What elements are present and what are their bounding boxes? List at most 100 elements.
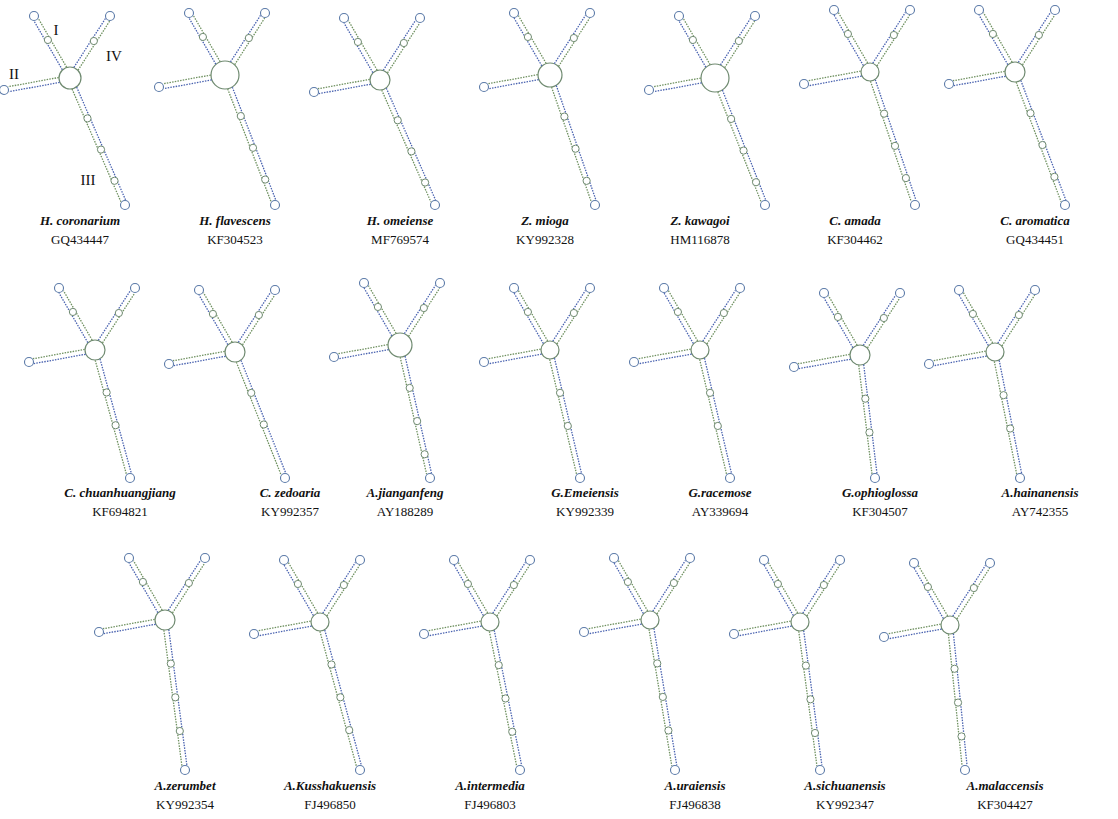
hairpin-loop — [155, 83, 164, 92]
stem-strand — [383, 20, 415, 70]
species-name: A.Kusshakuensis — [282, 778, 378, 794]
internal-loop — [735, 37, 742, 44]
stem-strand — [320, 631, 356, 766]
internal-loop — [862, 395, 869, 402]
stem-strand — [174, 356, 226, 365]
multiloop — [641, 611, 659, 629]
stem-strand — [934, 356, 987, 366]
species-name: G.racemose — [686, 485, 753, 501]
stem-strand — [707, 293, 740, 344]
stem-strand — [554, 358, 581, 473]
species-name: C. amada — [827, 213, 882, 229]
stem-strand — [236, 362, 281, 475]
internal-loop — [421, 451, 428, 458]
species-name: A.jianganfeng — [365, 485, 446, 501]
stem-strand — [368, 286, 396, 334]
internal-loop — [524, 308, 531, 315]
hairpin-loop — [340, 14, 349, 23]
species-name: H. omeiense — [365, 213, 435, 229]
stem-strand — [953, 565, 986, 616]
internal-loop — [394, 117, 401, 124]
stem-strand — [875, 80, 916, 200]
hairpin-loop — [185, 9, 194, 18]
part-numeral: II — [8, 66, 20, 83]
stem-strand — [129, 563, 158, 612]
internal-loop — [354, 38, 361, 45]
internal-loop — [924, 583, 931, 590]
hairpin-loop — [675, 12, 684, 21]
hairpin-loop — [106, 12, 115, 21]
accession-number: KF304523 — [205, 232, 265, 248]
stem-strand — [243, 295, 275, 345]
stem-strand — [888, 624, 941, 634]
stem-strand — [514, 293, 543, 343]
stem-strand — [556, 86, 596, 200]
stem-strand — [494, 630, 521, 765]
hairpin-loop — [480, 358, 489, 367]
internal-loop — [103, 389, 110, 396]
part-numeral: IV — [105, 48, 123, 65]
stem-strand — [59, 293, 88, 342]
internal-loop — [406, 384, 413, 391]
hairpin-loop — [945, 80, 954, 89]
internal-loop — [408, 148, 415, 155]
stem-strand — [386, 88, 435, 200]
hairpin-loop — [250, 630, 259, 639]
internal-loop — [572, 145, 579, 152]
stem-strand — [518, 291, 547, 341]
stem-strand — [703, 290, 736, 341]
stem-strand — [164, 80, 212, 89]
stem-strand — [489, 80, 539, 89]
hairpin-loop — [510, 9, 519, 18]
hairpin-loop — [181, 766, 190, 775]
stem-strand — [232, 87, 275, 200]
stem-strand — [868, 298, 900, 348]
internal-loop — [951, 665, 958, 672]
stem-strand — [807, 565, 840, 616]
species-name: C. chuanhuangjiang — [62, 485, 177, 501]
species-name: A.zerumbet — [152, 778, 217, 794]
stem-strand — [808, 71, 861, 81]
accession-number: FJ496803 — [462, 797, 517, 813]
stem-strand — [1021, 80, 1066, 199]
accession-number: KY992339 — [554, 504, 616, 520]
internal-loop — [209, 310, 216, 317]
stem-strand — [809, 76, 862, 86]
species-name: A.malaccensis — [965, 778, 1046, 794]
internal-loop — [248, 389, 255, 396]
stem-strand — [864, 365, 877, 474]
stem-strand — [388, 23, 420, 73]
stem-strand — [889, 629, 942, 639]
internal-loop — [172, 694, 179, 701]
stem-strand — [959, 295, 988, 345]
internal-loop — [495, 662, 502, 669]
stem-strand — [258, 621, 311, 631]
hairpin-loop — [836, 556, 845, 565]
stem-strand — [163, 75, 211, 84]
stem-strand — [488, 349, 541, 359]
stem-strand — [653, 560, 686, 611]
hairpin-loop — [761, 201, 770, 210]
stem-strand — [72, 89, 121, 202]
internal-loop — [84, 115, 91, 122]
stem-strand — [664, 293, 693, 343]
species-name: C. aromatica — [998, 213, 1071, 229]
hairpin-loop — [271, 201, 280, 210]
stem-strand — [488, 75, 538, 84]
species-name: A.sichuanensis — [802, 778, 887, 794]
species-name: G.Emeiensis — [549, 485, 621, 501]
accession-number: KF304427 — [975, 797, 1035, 813]
multiloop — [691, 341, 709, 359]
stem-strand — [1016, 82, 1061, 201]
stem-strand — [133, 561, 162, 610]
internal-loop — [891, 142, 898, 149]
stem-strand — [189, 18, 216, 64]
hairpin-loop — [121, 201, 130, 210]
internal-loop — [834, 313, 841, 320]
stem-strand — [654, 628, 677, 765]
internal-loop — [570, 309, 577, 316]
accession-number: AY188289 — [375, 504, 436, 520]
multiloop — [986, 343, 1004, 361]
hairpin-loop — [730, 630, 739, 639]
internal-loop — [294, 580, 301, 587]
